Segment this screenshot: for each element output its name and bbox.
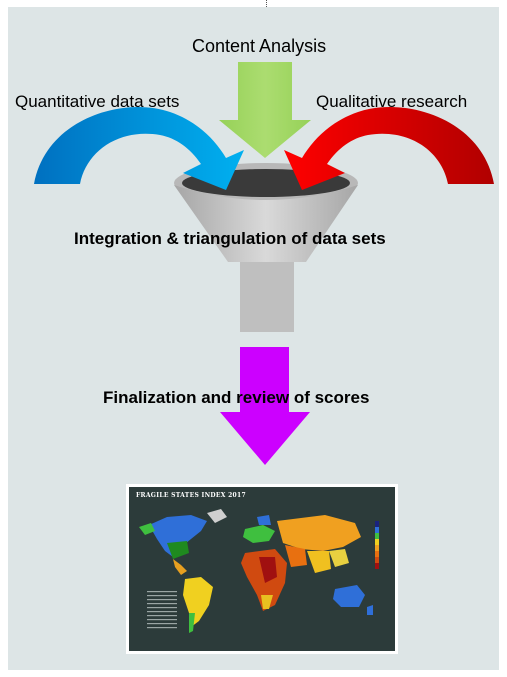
quantitative-data-label: Quantitative data sets: [15, 92, 180, 111]
map-legend: [375, 521, 379, 569]
connector-dotted-line: [266, 0, 267, 7]
world-map-image: FRAGILE STATES INDEX 2017: [126, 484, 398, 654]
map-shapes: [139, 509, 379, 633]
finalization-arrow: [220, 347, 310, 465]
content-analysis-label: Content Analysis: [192, 36, 327, 56]
content-analysis-arrow: [219, 62, 311, 158]
qualitative-arrow: [284, 107, 494, 190]
integration-label: Integration & triangulation of data sets: [74, 229, 386, 248]
qualitative-research-label: Qualitative research: [316, 92, 468, 111]
map-title: FRAGILE STATES INDEX 2017: [136, 492, 246, 499]
map-canvas: FRAGILE STATES INDEX 2017: [129, 487, 395, 651]
map-ranking-list: [147, 591, 177, 629]
quantitative-arrow: [34, 107, 244, 190]
finalization-label: Finalization and review of scores: [103, 388, 370, 407]
